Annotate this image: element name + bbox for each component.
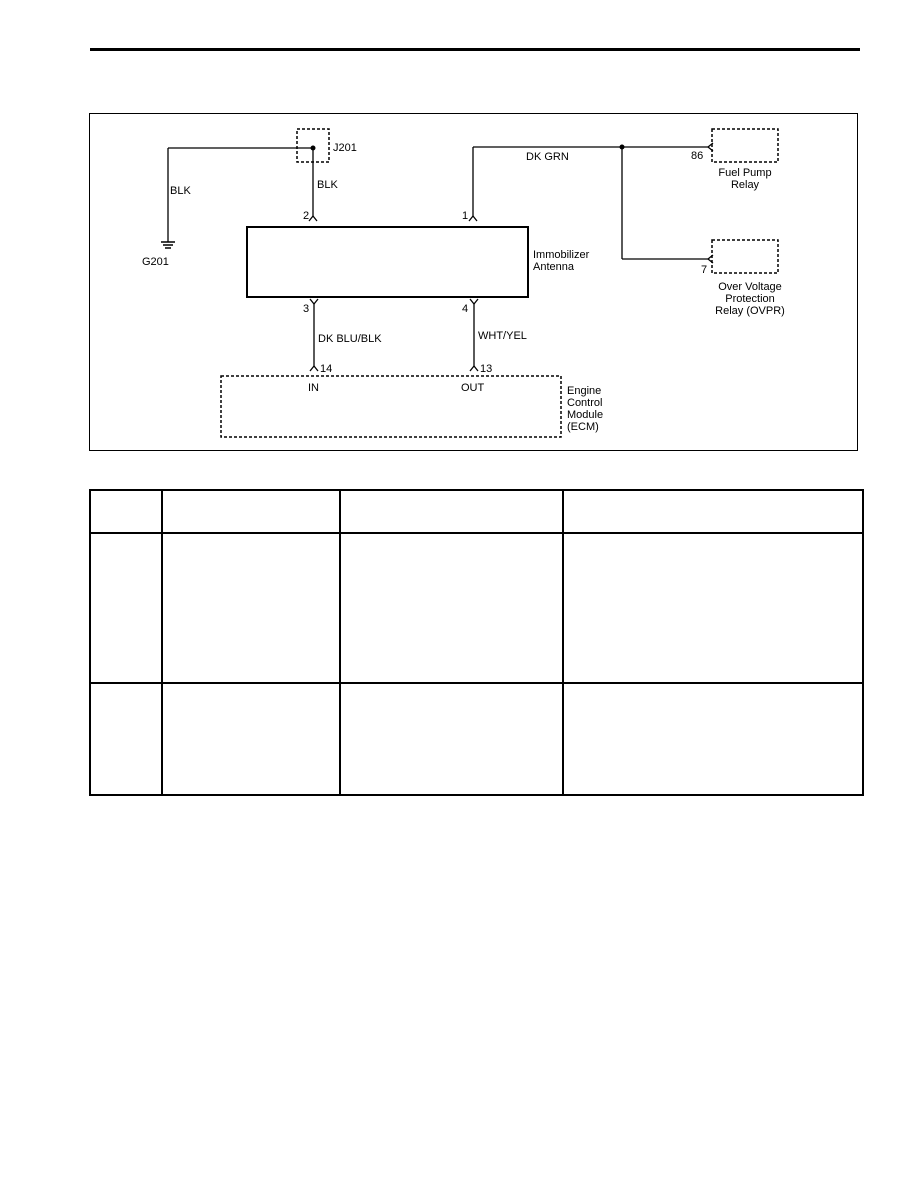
antenna-label-2: Antenna xyxy=(533,261,575,273)
pin-13-label: 13 xyxy=(480,363,492,375)
table-row xyxy=(89,532,864,684)
ground-symbol-icon xyxy=(161,241,175,249)
pin-2-label: 2 xyxy=(303,210,309,222)
ecm-label-4: (ECM) xyxy=(567,421,599,433)
ecm-label-1: Engine xyxy=(567,385,601,397)
pin-3-label: 3 xyxy=(303,303,309,315)
out-wire-color: WHT/YEL xyxy=(478,330,527,342)
table-header-cell xyxy=(562,489,864,534)
ecm-box xyxy=(220,375,562,438)
pin-1-label: 1 xyxy=(462,210,468,222)
info-table xyxy=(89,489,864,796)
table-cell xyxy=(562,532,864,684)
fuel-pump-relay-label-1: Fuel Pump xyxy=(718,167,771,179)
table-header-row xyxy=(89,489,864,534)
connector-pin-14-icon xyxy=(309,364,319,372)
ovpr-label-2: Protection xyxy=(725,293,775,305)
pin-4-label: 4 xyxy=(462,303,468,315)
immobilizer-antenna-box xyxy=(246,226,529,298)
ground-wire xyxy=(167,147,313,242)
power-wire xyxy=(472,146,708,260)
ecm-label-2: Control xyxy=(567,397,602,409)
in-wire-color: DK BLU/BLK xyxy=(318,333,382,345)
connector-pin-1-icon xyxy=(468,214,478,222)
wiring-diagram: BLK G201 J201 BLK 2 DK GRN 1 86 Fuel Pum… xyxy=(142,128,785,438)
ecm-in-terminal: IN xyxy=(308,382,319,394)
ovpr-label-1: Over Voltage xyxy=(718,281,782,293)
antenna-label-1: Immobilizer xyxy=(533,249,590,261)
fuel-pump-relay-box xyxy=(711,128,779,163)
pin-14-label: 14 xyxy=(320,363,332,375)
connector-pin-3-icon xyxy=(309,298,319,306)
ovpr-label-3: Relay (OVPR) xyxy=(715,305,785,317)
table-cell xyxy=(161,532,341,684)
top-rule xyxy=(90,48,860,51)
ecm-label-3: Module xyxy=(567,409,603,421)
connector-pin-4-icon xyxy=(469,298,479,306)
ground-wire-color: BLK xyxy=(170,185,191,197)
pin-86-label: 86 xyxy=(691,150,703,162)
splice-wire-color: BLK xyxy=(317,179,338,191)
ecm-out-terminal: OUT xyxy=(461,382,485,394)
table-header-cell xyxy=(161,489,341,534)
table-cell xyxy=(562,682,864,796)
ground-label: G201 xyxy=(142,256,169,268)
table-cell xyxy=(89,682,163,796)
power-splice-dot xyxy=(619,144,625,150)
ovpr-box xyxy=(711,239,779,274)
table-cell xyxy=(339,682,564,796)
power-wire-color: DK GRN xyxy=(526,151,569,163)
splice-label: J201 xyxy=(333,142,357,154)
table-cell xyxy=(89,532,163,684)
table-cell xyxy=(339,532,564,684)
connector-pin-13-icon xyxy=(469,364,479,372)
fuel-pump-relay-label-2: Relay xyxy=(731,179,760,191)
table-row xyxy=(89,682,864,796)
table-cell xyxy=(161,682,341,796)
connector-pin-2-icon xyxy=(308,214,318,222)
pin-7-label: 7 xyxy=(701,264,707,276)
table-header-cell xyxy=(339,489,564,534)
wiring-diagram-frame: BLK G201 J201 BLK 2 DK GRN 1 86 Fuel Pum… xyxy=(89,113,858,451)
table-header-cell xyxy=(89,489,163,534)
